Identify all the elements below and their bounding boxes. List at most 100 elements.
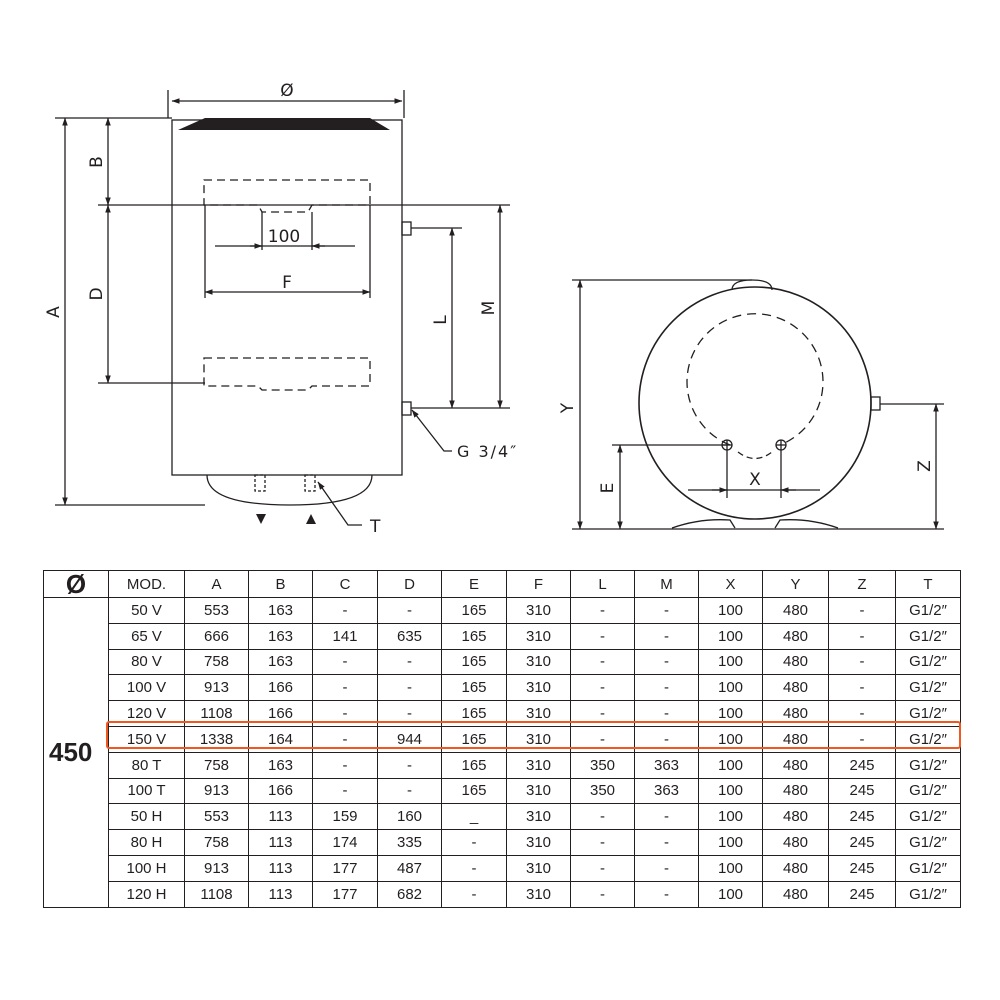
bottom-pipe-right: [304, 474, 316, 492]
model-cell: 80 H: [108, 829, 185, 856]
table-cell: 245: [828, 777, 896, 805]
table-cell: -: [570, 829, 635, 856]
table-cell: 913: [184, 777, 249, 805]
lower-flange-dashed: [203, 357, 371, 391]
table-cell: -: [570, 622, 635, 650]
table-cell: -: [441, 854, 507, 882]
table-cell: 100: [698, 648, 763, 676]
table-cell: 480: [762, 700, 829, 727]
table-cell: -: [441, 880, 507, 908]
table-cell: G1/2″: [895, 648, 961, 676]
table-cell: 310: [506, 674, 571, 702]
label-z: Z: [915, 460, 935, 472]
header-mod: MOD.: [108, 570, 185, 598]
table-cell: G1/2″: [895, 700, 961, 727]
table-cell: 165: [441, 648, 507, 676]
model-cell: 80 V: [108, 648, 185, 676]
table-cell: 166: [248, 674, 313, 702]
table-cell: -: [634, 674, 699, 702]
table-cell: -: [828, 700, 896, 727]
table-cell: 480: [762, 854, 829, 882]
group-diameter-label: 450: [43, 597, 109, 908]
table-cell: 165: [441, 725, 507, 753]
side-connector-bottom: [401, 401, 412, 416]
table-cell: 480: [762, 622, 829, 650]
table-cell: 310: [506, 803, 571, 831]
table-cell: 487: [377, 854, 442, 882]
table-cell: 480: [762, 674, 829, 702]
label-g-thread: G 3/4″: [457, 442, 518, 461]
model-cell: 120 V: [108, 700, 185, 727]
table-cell: -: [570, 674, 635, 702]
label-f: F: [282, 273, 292, 293]
label-m: M: [479, 301, 499, 316]
table-cell: 100: [698, 880, 763, 908]
table-cell: -: [312, 597, 378, 624]
leader-g: [411, 409, 452, 452]
table-cell: G1/2″: [895, 854, 961, 882]
table-cell: 165: [441, 751, 507, 779]
tank-top-cap: [178, 118, 390, 130]
table-cell: 100: [698, 700, 763, 727]
table-cell: 666: [184, 622, 249, 650]
model-cell: 120 H: [108, 880, 185, 908]
table-cell: 1108: [184, 880, 249, 908]
table-cell: 100: [698, 777, 763, 805]
table-cell: 113: [248, 803, 313, 831]
table-cell: 163: [248, 751, 313, 779]
table-cell: 480: [762, 597, 829, 624]
tank-body: [171, 119, 403, 476]
table-cell: 480: [762, 751, 829, 779]
table-cell: G1/2″: [895, 674, 961, 702]
table-cell: 100: [698, 803, 763, 831]
table-cell: 165: [441, 674, 507, 702]
table-cell: -: [312, 674, 378, 702]
table-cell: 350: [570, 751, 635, 779]
label-b: B: [87, 156, 107, 168]
table-cell: -: [634, 725, 699, 753]
table-cell: 480: [762, 648, 829, 676]
table-cell: 1338: [184, 725, 249, 753]
table-cell: -: [312, 777, 378, 805]
table-cell: 363: [634, 777, 699, 805]
table-cell: G1/2″: [895, 880, 961, 908]
table-cell: 310: [506, 829, 571, 856]
side-view-connector: [870, 396, 881, 411]
label-d: D: [87, 287, 107, 300]
table-cell: 758: [184, 829, 249, 856]
table-cell: -: [377, 648, 442, 676]
table-cell: 480: [762, 777, 829, 805]
table-cell: -: [570, 648, 635, 676]
table-cell: 480: [762, 880, 829, 908]
table-cell: 363: [634, 751, 699, 779]
table-cell: 913: [184, 674, 249, 702]
table-cell: 100: [698, 597, 763, 624]
table-cell: 163: [248, 648, 313, 676]
table-cell: -: [828, 725, 896, 753]
technical-drawing: Ø A B D 100 F L M G 3/4″ T: [44, 81, 944, 537]
model-cell: 65 V: [108, 622, 185, 650]
heater-dashed-bottom: [737, 451, 773, 460]
table-cell: -: [828, 674, 896, 702]
table-cell: 758: [184, 751, 249, 779]
table-cell: 310: [506, 854, 571, 882]
label-t: T: [369, 517, 381, 537]
table-cell: -: [634, 880, 699, 908]
table-cell: 166: [248, 777, 313, 805]
table-cell: G1/2″: [895, 751, 961, 779]
table-cell: 165: [441, 700, 507, 727]
table-cell: -: [377, 597, 442, 624]
label-x: X: [749, 470, 761, 490]
bottom-cover: [206, 474, 373, 506]
header-b: B: [248, 570, 313, 598]
table-cell: G1/2″: [895, 725, 961, 753]
label-100: 100: [268, 227, 300, 247]
header-m: M: [634, 570, 699, 598]
